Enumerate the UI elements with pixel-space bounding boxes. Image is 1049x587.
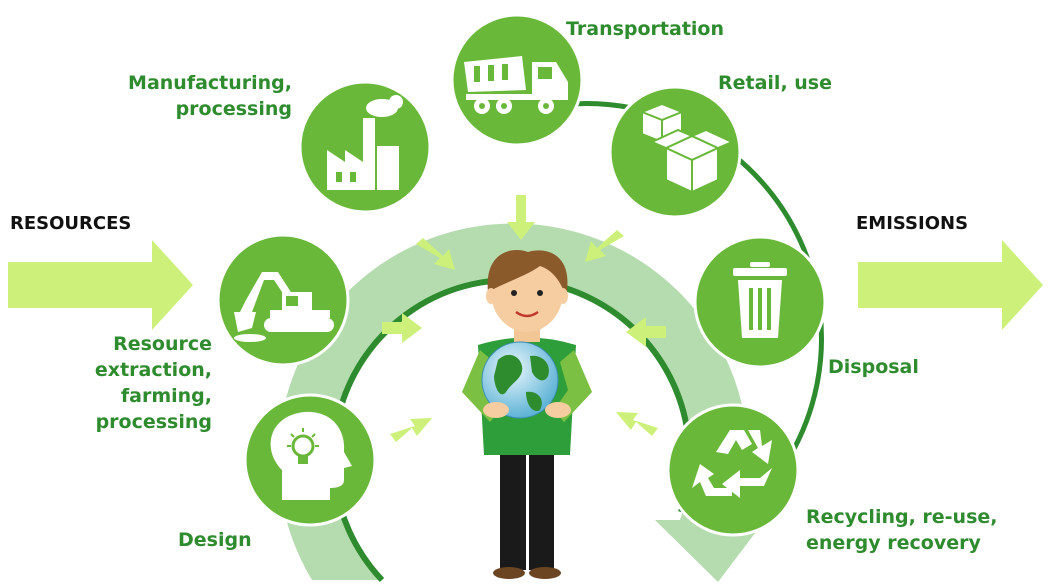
truck-icon: [464, 56, 568, 114]
disposal-label: Disposal: [828, 356, 919, 378]
inward-arrow-lower-left: [390, 418, 432, 442]
design-label: Design: [178, 529, 252, 551]
recycling-label: Recycling, re-use, energy recovery: [806, 506, 998, 554]
person-hair: [487, 250, 568, 296]
excavator-icon: [234, 272, 334, 342]
emissions-label: EMISSIONS: [856, 213, 969, 234]
inward-arrow-upper-right: [585, 230, 624, 262]
inward-arrow-upper-left: [416, 238, 455, 270]
person-holding-globe-icon: [462, 250, 592, 579]
retail-use-label: Retail, use: [718, 72, 832, 94]
boxes-icon: [639, 102, 735, 194]
resource-extraction-label: Resource extraction, farming, processing: [94, 333, 212, 433]
transportation-label: Transportation: [566, 18, 725, 40]
factory-icon: [327, 95, 403, 190]
recycling-circle: [666, 403, 800, 537]
resources-label: RESOURCES: [10, 213, 132, 234]
trash-can-icon: [733, 262, 787, 338]
recycle-icon: [692, 430, 772, 498]
life-cycle-band: [278, 223, 765, 582]
inward-arrow-top: [507, 195, 535, 240]
emissions-arrow: [858, 240, 1043, 330]
head-lightbulb-icon: [270, 411, 352, 500]
inward-arrow-lower-right: [616, 412, 658, 436]
resources-arrow: [8, 240, 193, 330]
manufacturing-label: Manufacturing, processing: [128, 72, 292, 120]
inward-arrow-right: [626, 317, 666, 347]
inward-arrow-left: [382, 313, 422, 343]
